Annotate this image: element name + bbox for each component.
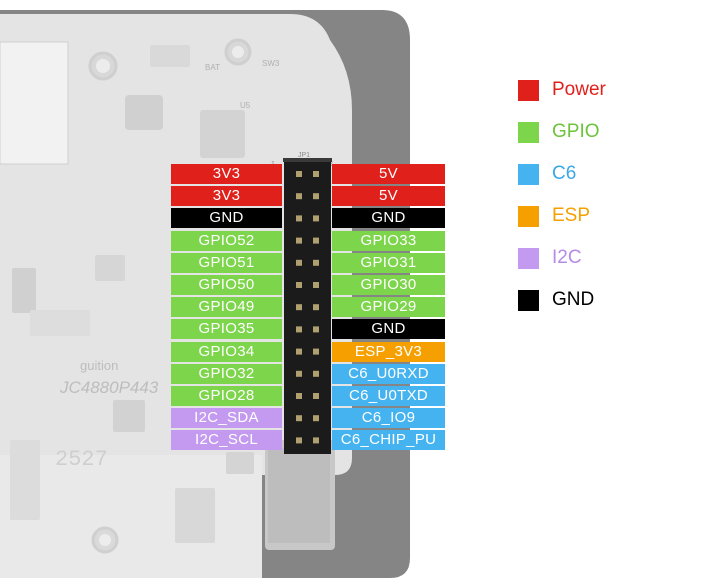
legend-label-gpio: GPIO	[552, 121, 600, 142]
pin-label-right-3: GND	[332, 208, 445, 229]
pin-label-left-2: 3V3	[171, 186, 282, 207]
header-pin	[313, 215, 319, 222]
pin-label-right-11: C6_U0TXD	[332, 386, 445, 406]
pin-label-left-12: I2C_SDA	[171, 408, 282, 429]
header-pin	[296, 193, 302, 200]
legend-label-i2c: I2C	[552, 247, 582, 268]
legend-label-c6: C6	[552, 163, 577, 184]
pin-label-left-1: 3V3	[171, 164, 282, 184]
legend-item-c6: C6	[518, 162, 708, 204]
silk-u5: U5	[240, 101, 251, 110]
legend-label-power: Power	[552, 79, 606, 100]
header-pin	[313, 171, 319, 177]
legend-item-i2c: I2C	[518, 246, 708, 288]
header-pin	[313, 393, 319, 399]
header-pin	[296, 259, 302, 266]
pin-label-left-4: GPIO52	[171, 230, 282, 251]
pin-label-right-10: C6_U0RXD	[332, 363, 445, 384]
silk-sw: SW3	[262, 59, 280, 68]
legend-swatch-gpio	[518, 122, 539, 143]
header-pin	[313, 237, 319, 244]
pin-header	[284, 160, 331, 454]
header-pin	[313, 259, 319, 266]
header-pin	[296, 348, 302, 355]
pcb-lower	[0, 455, 262, 578]
pin-label-left-3: GND	[171, 208, 282, 229]
pin-label-left-7: GPIO49	[171, 297, 282, 318]
pin-header-pins	[296, 171, 319, 444]
legend-item-power: Power	[518, 78, 708, 120]
header-pin	[296, 237, 302, 244]
pin-label-left-13: I2C_SCL	[171, 430, 282, 451]
pin-label-right-12: C6_IO9	[332, 408, 445, 429]
silk-code: 2527	[55, 447, 108, 472]
pin-label-left-6: GPIO50	[171, 275, 282, 295]
card-slot	[0, 41, 69, 165]
header-pin	[313, 348, 319, 355]
legend-swatch-gnd	[518, 290, 539, 311]
legend-swatch-c6	[518, 164, 539, 185]
legend-swatch-esp	[518, 206, 539, 227]
pin-label-right-13: C6_CHIP_PU	[332, 430, 445, 451]
header-pin	[313, 437, 319, 444]
header-pin	[296, 282, 302, 288]
header-pin	[296, 393, 302, 399]
pin-label-right-8: GND	[332, 319, 445, 340]
pin-label-right-6: GPIO30	[332, 275, 445, 295]
pin-label-left-8: GPIO35	[171, 319, 282, 340]
legend-label-gnd: GND	[552, 289, 595, 310]
header-pin	[296, 370, 302, 377]
silk-model: JC4880P443	[59, 378, 159, 397]
header-pin	[296, 215, 302, 222]
legend-item-esp: ESP	[518, 204, 708, 246]
header-pin	[313, 193, 319, 200]
header-pin	[296, 171, 302, 177]
silk-jp1: JP1	[298, 152, 310, 159]
pin-label-right-4: GPIO33	[332, 230, 445, 251]
pin-label-left-9: GPIO34	[171, 341, 282, 362]
header-pin	[296, 326, 302, 333]
pin-label-right-9: ESP_3V3	[332, 341, 445, 362]
legend-label-esp: ESP	[552, 205, 591, 226]
header-pin	[296, 415, 302, 422]
legend-item-gpio: GPIO	[518, 120, 708, 162]
ic-chip	[125, 95, 163, 130]
header-pin	[313, 415, 319, 422]
pin-label-left-11: GPIO28	[171, 386, 282, 406]
pin-label-left-5: GPIO51	[171, 252, 282, 273]
header-pin	[313, 370, 319, 377]
header-pin	[313, 282, 319, 288]
legend-swatch-i2c	[518, 248, 539, 269]
header-pin	[313, 326, 319, 333]
pin-label-right-1: 5V	[332, 164, 445, 184]
header-pin	[313, 304, 319, 311]
pin-label-right-7: GPIO29	[332, 297, 445, 318]
silk-brand: guition	[80, 358, 118, 373]
header-pin	[296, 304, 302, 311]
pin-label-right-5: GPIO31	[332, 252, 445, 273]
pin-label-right-2: 5V	[332, 186, 445, 207]
pin-label-left-10: GPIO32	[171, 363, 282, 384]
header-pin	[296, 437, 302, 444]
legend-item-gnd: GND	[518, 288, 708, 330]
silk-bat: BAT	[205, 63, 220, 72]
legend-swatch-power	[518, 80, 539, 101]
